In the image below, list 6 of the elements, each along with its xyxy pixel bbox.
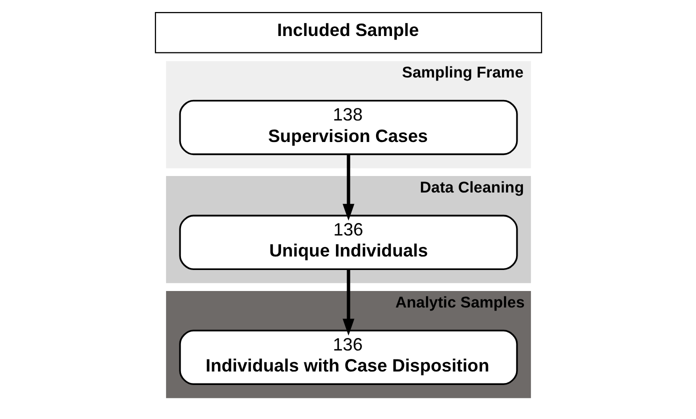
node-box: 138 Supervision Cases bbox=[178, 100, 518, 156]
arrow bbox=[342, 154, 354, 221]
node-box: Included Sample bbox=[154, 12, 542, 54]
node-box: 136 Individuals with Case Disposition bbox=[178, 330, 518, 385]
node-box: 136 Unique Individuals bbox=[178, 214, 518, 270]
arrow bbox=[342, 269, 354, 336]
